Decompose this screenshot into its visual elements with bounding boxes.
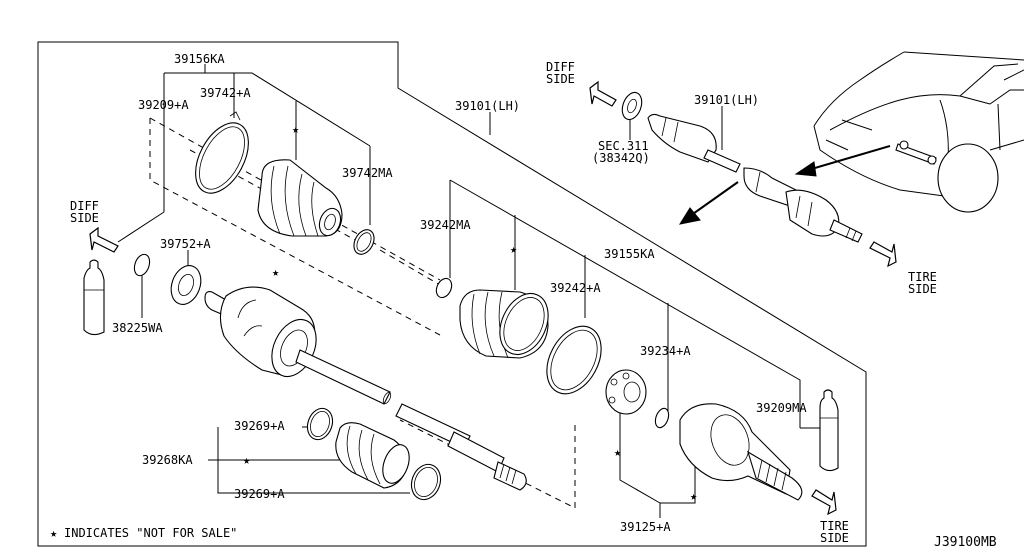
star-icon: ★ (272, 265, 279, 279)
label-sec-311: SEC.311 (598, 139, 649, 153)
label-39742MA: 39742MA (342, 166, 393, 180)
diagram-frame (37, 41, 867, 547)
diff-side-label-inset-line2: SIDE (546, 72, 575, 86)
star-icon: ★ (690, 489, 697, 503)
label-39125A: 39125+A (620, 520, 671, 534)
inner-joint-housing (204, 286, 317, 378)
footnote-star-icon: ★ (50, 526, 57, 540)
label-39269A-top: 39269+A (234, 419, 285, 433)
label-39101LH-main: 39101(LH) (455, 99, 520, 113)
leader-lines (117, 64, 820, 518)
direction-outline-arrows (89, 80, 897, 516)
outer-joint-housing (679, 403, 803, 501)
boot-band-39742A (195, 111, 249, 194)
tire-side-label-inset-line1: TIRE (908, 270, 937, 284)
label-39268KA: 39268KA (142, 453, 193, 467)
tire-side-label-main-line1: TIRE (820, 519, 849, 533)
diff-side-label-main-line1: DIFF (70, 199, 99, 213)
label-38342Q: (38342Q) (592, 151, 650, 165)
outer-boot (435, 277, 549, 359)
diff-side-label-main-line2: SIDE (70, 211, 99, 225)
star-icon: ★ (614, 445, 621, 459)
footnote: ★ INDICATES "NOT FOR SALE" (50, 526, 237, 540)
direction-captions: DIFF SIDE DIFF SIDE TIRE SIDE TIRE SIDE (70, 60, 937, 545)
star-icon: ★ (292, 122, 299, 136)
snap-ring-38225WA (133, 253, 151, 277)
label-39242A: 39242+A (550, 281, 601, 295)
label-38225WA: 38225WA (112, 321, 163, 335)
diagram-id: J39100MB (934, 535, 997, 550)
star-icon: ★ (510, 242, 517, 256)
direction-solid-arrows (678, 145, 891, 225)
inset-assembly-view (621, 91, 863, 243)
label-39269A-bottom: 39269+A (234, 487, 285, 501)
star-icon: ★ (243, 453, 250, 467)
grease-tube-right (819, 389, 839, 472)
boot-band-39742MA (353, 229, 375, 255)
grease-tube-left (83, 259, 105, 336)
label-39156KA: 39156KA (174, 52, 225, 66)
label-39242MA: 39242MA (420, 218, 471, 232)
label-39234A: 39234+A (640, 344, 691, 358)
inner-boot (257, 159, 343, 237)
part-labels: 39156KA 39209+A 39742+A 39742MA 39101(LH… (112, 52, 807, 534)
ball-cage (605, 369, 647, 415)
tire-side-label-main-line2: SIDE (820, 531, 849, 545)
bearing-39752A (170, 265, 202, 305)
footnote-text: INDICATES "NOT FOR SALE" (64, 526, 237, 540)
circlip-39234A (654, 407, 670, 429)
label-39101LH-inset: 39101(LH) (694, 93, 759, 107)
diff-side-label-inset-line1: DIFF (546, 60, 575, 74)
label-39742A: 39742+A (200, 86, 251, 100)
tire-side-label-inset-line2: SIDE (908, 282, 937, 296)
label-39155KA: 39155KA (604, 247, 655, 261)
repair-boot-kit (306, 407, 442, 501)
vehicle-sketch (813, 51, 1024, 213)
not-for-sale-markers: ★ ★ ★ ★ ★ ★ (243, 122, 697, 503)
label-39209A: 39209+A (138, 98, 189, 112)
drive-shaft (295, 349, 527, 491)
label-39752A: 39752+A (160, 237, 211, 251)
boot-band-39242A (546, 325, 602, 395)
label-39209MA: 39209MA (756, 401, 807, 415)
